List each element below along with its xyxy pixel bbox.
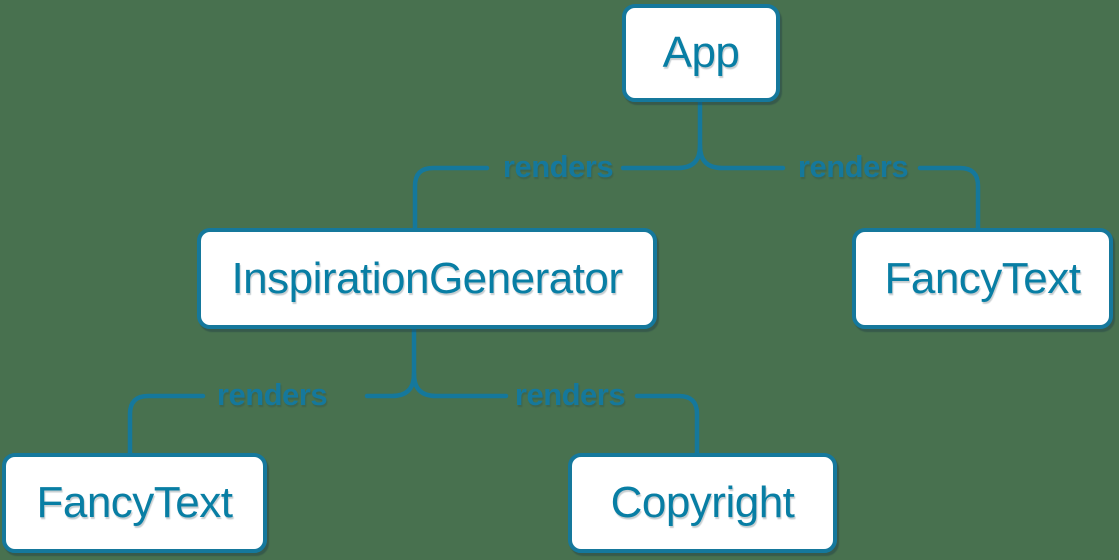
connector-to-inspiration-generator <box>412 165 490 233</box>
connector-to-fancy-text-right <box>917 165 981 233</box>
node-fancy-text-left-label: FancyText <box>36 478 233 527</box>
connector-inspiration-right-branch <box>411 371 509 399</box>
connector-app-stem-left-branch <box>620 98 703 171</box>
node-inspiration-generator-label: InspirationGenerator <box>231 253 623 303</box>
edge-label-inspiration-copyright: renders <box>514 377 626 412</box>
node-app-label: App <box>662 28 740 77</box>
edge-label-inspiration-fancy-text: renders <box>216 377 328 412</box>
edge-label-app-inspiration-generator: renders <box>502 149 614 184</box>
connector-to-copyright <box>634 393 700 458</box>
node-fancy-text-right-label: FancyText <box>884 253 1081 303</box>
node-inspiration-generator: InspirationGenerator <box>197 228 657 329</box>
node-copyright-label: Copyright <box>610 478 795 527</box>
edge-label-app-fancy-text: renders <box>797 149 909 184</box>
node-copyright: Copyright <box>568 453 837 553</box>
connector-app-right-branch <box>697 143 786 171</box>
node-fancy-text-left: FancyText <box>2 453 267 553</box>
connector-inspiration-stem-left-branch <box>364 324 417 399</box>
connector-to-fancy-text-left <box>127 393 206 458</box>
node-fancy-text-right: FancyText <box>852 228 1113 329</box>
node-app: App <box>622 4 780 102</box>
